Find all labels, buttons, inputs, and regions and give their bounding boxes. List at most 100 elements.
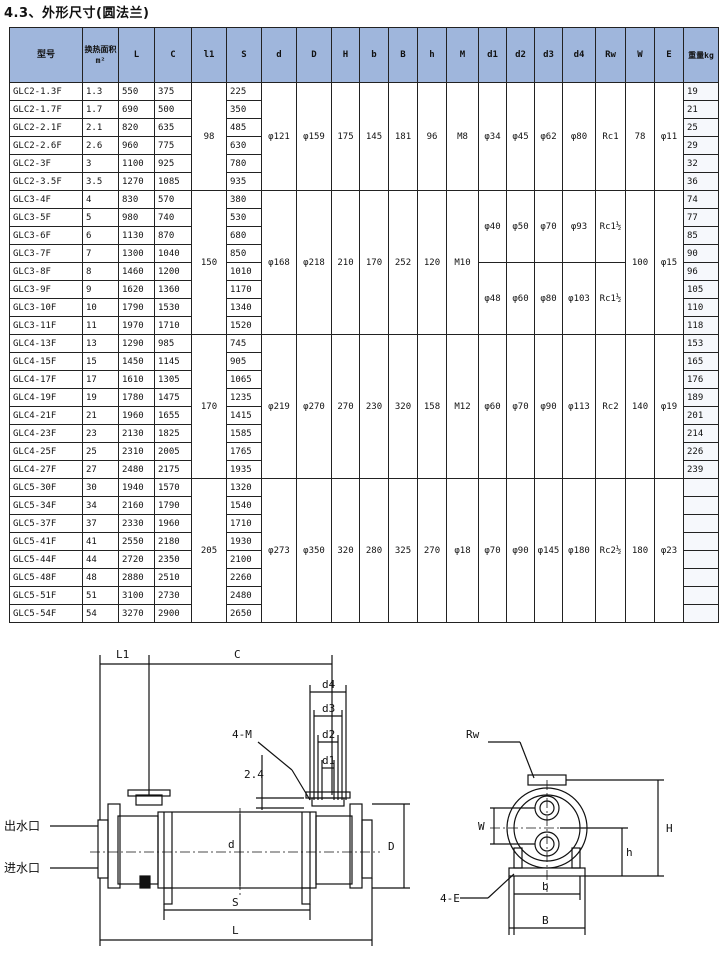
group-cell: 120 xyxy=(417,190,447,335)
model-cell: GLC4-25F xyxy=(9,442,83,461)
model-cell: GLC4-23F xyxy=(9,424,83,443)
length-cell: 2330 xyxy=(118,514,155,533)
group-cell: φ145 xyxy=(534,478,563,623)
group-cell: φ48 xyxy=(478,262,507,335)
model-cell: GLC3-8F xyxy=(9,262,83,281)
s-cell: 2100 xyxy=(226,550,262,569)
group-cell: 320 xyxy=(388,334,418,479)
s-cell: 850 xyxy=(226,244,262,263)
weight-cell: 239 xyxy=(683,460,719,479)
c-cell: 1200 xyxy=(154,262,192,281)
weight-cell xyxy=(683,568,719,587)
model-cell: GLC5-54F xyxy=(9,604,83,623)
weight-cell: 29 xyxy=(683,136,719,155)
group-cell: φ34 xyxy=(478,82,507,191)
l1-cell: 150 xyxy=(191,190,227,335)
dim-label-l1: L1 xyxy=(116,648,129,661)
area-cell: 3 xyxy=(82,154,119,173)
area-cell: 48 xyxy=(82,568,119,587)
s-cell: 630 xyxy=(226,136,262,155)
area-cell: 17 xyxy=(82,370,119,389)
column-header: S xyxy=(226,27,262,83)
group-cell: 140 xyxy=(625,334,655,479)
group-cell: φ70 xyxy=(506,334,535,479)
weight-cell: 96 xyxy=(683,262,719,281)
group-cell: 180 xyxy=(625,478,655,623)
column-header: 型号 xyxy=(9,27,83,83)
c-cell: 1570 xyxy=(154,478,192,497)
length-cell: 1620 xyxy=(118,280,155,299)
column-header: E xyxy=(654,27,684,83)
dim-label-w: W xyxy=(478,820,485,833)
dim-label-b: b xyxy=(542,880,549,893)
group-cell: 210 xyxy=(331,190,360,335)
l1-cell: 205 xyxy=(191,478,227,623)
s-cell: 935 xyxy=(226,172,262,191)
group-cell: M12 xyxy=(446,334,479,479)
s-cell: 1540 xyxy=(226,496,262,515)
model-cell: GLC4-27F xyxy=(9,460,83,479)
c-cell: 1305 xyxy=(154,370,192,389)
area-cell: 6 xyxy=(82,226,119,245)
section-title: 4.3、外形尺寸(圆法兰) xyxy=(4,6,150,21)
c-cell: 2005 xyxy=(154,442,192,461)
model-cell: GLC2-1.3F xyxy=(9,82,83,101)
model-cell: GLC5-37F xyxy=(9,514,83,533)
dim-label-d4: d4 xyxy=(322,678,336,691)
dim-label-l: L xyxy=(232,924,239,937)
column-header: 重量kg xyxy=(683,27,719,83)
model-cell: GLC4-21F xyxy=(9,406,83,425)
model-cell: GLC5-34F xyxy=(9,496,83,515)
area-cell: 51 xyxy=(82,586,119,605)
s-cell: 2260 xyxy=(226,568,262,587)
group-cell: φ19 xyxy=(654,334,684,479)
s-cell: 1765 xyxy=(226,442,262,461)
column-header: H xyxy=(331,27,360,83)
c-cell: 635 xyxy=(154,118,192,137)
group-cell: Rc1½ xyxy=(595,190,626,263)
length-cell: 1290 xyxy=(118,334,155,353)
area-cell: 10 xyxy=(82,298,119,317)
group-cell: φ70 xyxy=(534,190,563,263)
c-cell: 1475 xyxy=(154,388,192,407)
dim-label-s: S xyxy=(232,896,239,909)
dim-label-h: h xyxy=(626,846,633,859)
group-cell: φ80 xyxy=(534,262,563,335)
group-cell: φ113 xyxy=(562,334,596,479)
area-cell: 3.5 xyxy=(82,172,119,191)
group-cell: M10 xyxy=(446,190,479,335)
weight-cell: 110 xyxy=(683,298,719,317)
group-cell: φ103 xyxy=(562,262,596,335)
length-cell: 1130 xyxy=(118,226,155,245)
c-cell: 1825 xyxy=(154,424,192,443)
s-cell: 2480 xyxy=(226,586,262,605)
l1-cell: 170 xyxy=(191,334,227,479)
column-header: C xyxy=(154,27,192,83)
column-header: d1 xyxy=(478,27,507,83)
area-cell: 44 xyxy=(82,550,119,569)
dim-label-4m: 4-M xyxy=(232,728,252,741)
l1-cell: 98 xyxy=(191,82,227,191)
model-cell: GLC3-5F xyxy=(9,208,83,227)
weight-cell xyxy=(683,586,719,605)
dimension-diagram: L1 C d4 d3 d2 d1 4-M 2.4 d D S L 出水口 进水口… xyxy=(4,648,673,946)
c-cell: 570 xyxy=(154,190,192,209)
model-cell: GLC4-13F xyxy=(9,334,83,353)
length-cell: 960 xyxy=(118,136,155,155)
weight-cell xyxy=(683,604,719,623)
length-cell: 2720 xyxy=(118,550,155,569)
c-cell: 740 xyxy=(154,208,192,227)
group-cell: φ60 xyxy=(506,262,535,335)
area-cell: 1.7 xyxy=(82,100,119,119)
group-cell: φ219 xyxy=(261,334,297,479)
weight-cell: 118 xyxy=(683,316,719,335)
area-cell: 34 xyxy=(82,496,119,515)
group-cell: φ62 xyxy=(534,82,563,191)
